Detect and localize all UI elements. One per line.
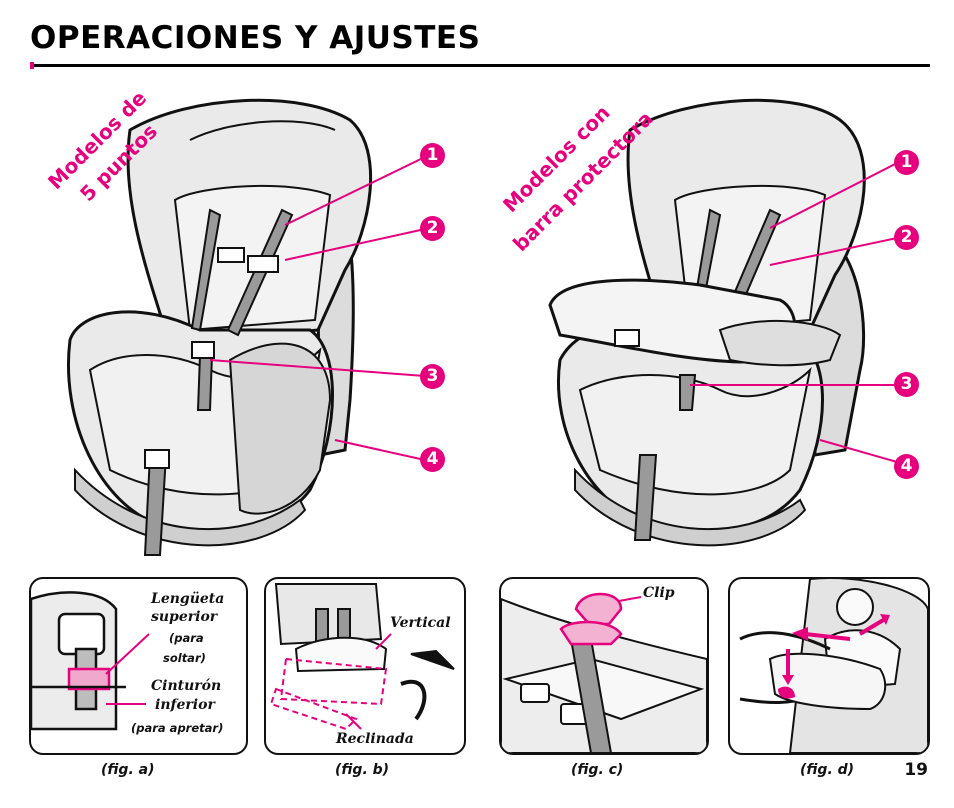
fig-c-drawing [501, 592, 707, 753]
right-callout-1: 1 [894, 150, 919, 175]
page-title: OPERACIONES Y AJUSTES [30, 20, 481, 56]
right-callout-2: 2 [894, 225, 919, 250]
title-rule-accent [30, 62, 34, 69]
fig-a-label-top-4: soltar) [163, 651, 206, 665]
fig-a-label-top-3: (para [169, 631, 204, 645]
left-callout-2: 2 [420, 216, 445, 241]
fig-a-label-top-2: superior [151, 609, 218, 625]
fig-c-panel: Clip [499, 577, 709, 755]
right-callout-3: 3 [894, 372, 919, 397]
fig-d-panel [728, 577, 930, 755]
fig-d-drawing [739, 579, 928, 753]
fig-a-label-bot-1: Cinturón [151, 678, 222, 694]
page-number: 19 [904, 760, 928, 780]
fig-a-panel: Lengüeta superior (para soltar) Cinturón… [29, 577, 248, 755]
fig-a-label-bot-3: (para apretar) [131, 721, 224, 735]
fig-b-drawing [269, 583, 455, 731]
fig-d-caption: (fig. d) [800, 762, 855, 778]
fig-b-label-reclinada: Reclinada [336, 731, 414, 747]
left-callout-lines [209, 156, 426, 461]
title-rule [30, 64, 930, 67]
fig-c-caption: (fig. c) [571, 762, 624, 778]
fig-a-label-bot-2: inferior [155, 697, 215, 713]
fig-a-caption: (fig. a) [101, 762, 155, 778]
left-callout-3: 3 [420, 364, 445, 389]
right-callout-4: 4 [894, 454, 919, 479]
fig-b-panel: Vertical Reclinada [264, 577, 466, 755]
left-callout-1: 1 [420, 143, 445, 168]
right-callout-lines [690, 162, 898, 463]
fig-a-label-top-1: Lengüeta [151, 591, 225, 607]
fig-b-label-vertical: Vertical [390, 615, 451, 631]
fig-c-label-clip: Clip [643, 585, 675, 601]
fig-a-drawing [31, 591, 150, 731]
left-callout-4: 4 [420, 447, 445, 472]
fig-b-caption: (fig. b) [335, 762, 390, 778]
